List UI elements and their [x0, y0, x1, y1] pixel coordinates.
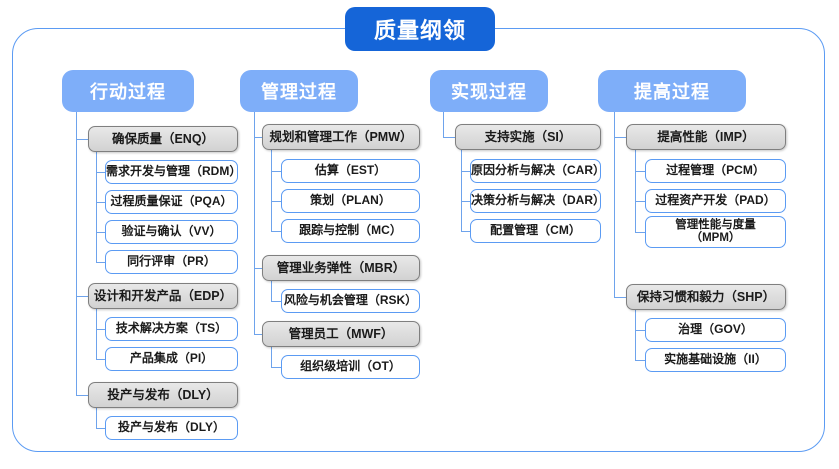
parent-connector-2-3: [254, 334, 262, 336]
child-connector-4-1-1: [635, 171, 645, 173]
parent-node-4-2[interactable]: 保持习惯和毅力（SHP）: [626, 284, 786, 310]
category-header-3[interactable]: 实现过程: [430, 70, 548, 112]
parent-node-2-1[interactable]: 规划和管理工作（PMW）: [262, 124, 420, 150]
category-header-2[interactable]: 管理过程: [240, 70, 358, 112]
child-connector-2-3-1: [271, 367, 281, 369]
column-trunk-1: [76, 112, 78, 395]
parent-connector-1-1: [76, 139, 88, 141]
parent-node-1-3[interactable]: 投产与发布（DLY）: [88, 382, 238, 408]
child-connector-3-1-3: [461, 231, 470, 233]
parent-node-4-1[interactable]: 提高性能（IMP）: [626, 124, 786, 150]
child-connector-4-1-2: [635, 201, 645, 203]
root-title-质量纲领: 质量纲领: [345, 7, 495, 51]
column-trunk-4: [614, 112, 616, 297]
child-node-4-2-2[interactable]: 实施基础设施（II）: [645, 348, 786, 372]
parent-node-3-1[interactable]: 支持实施（SI）: [455, 124, 601, 150]
child-connector-4-1-3: [635, 232, 645, 234]
parent-node-2-2[interactable]: 管理业务弹性（MBR）: [262, 255, 420, 281]
child-node-1-3-1[interactable]: 投产与发布（DLY）: [105, 416, 238, 440]
child-trunk-4-1: [635, 150, 637, 232]
parent-connector-4-1: [614, 137, 626, 139]
child-node-1-1-2[interactable]: 过程质量保证（PQA）: [105, 190, 238, 214]
child-node-4-1-2[interactable]: 过程资产开发（PAD）: [645, 189, 786, 213]
child-trunk-3-1: [461, 150, 463, 231]
child-node-3-1-2[interactable]: 决策分析与解决（DAR）: [470, 189, 605, 213]
child-trunk-2-1: [271, 150, 273, 231]
child-node-3-1-3[interactable]: 配置管理（CM）: [470, 219, 601, 243]
child-connector-1-2-1: [96, 329, 105, 331]
child-connector-2-1-2: [271, 201, 281, 203]
parent-connector-1-3: [76, 395, 88, 397]
child-node-4-1-1[interactable]: 过程管理（PCM）: [645, 159, 786, 183]
child-node-4-1-3[interactable]: 管理性能与度量（MPM）: [645, 216, 786, 248]
child-trunk-2-3: [271, 347, 273, 367]
child-node-2-1-2[interactable]: 策划（PLAN）: [281, 189, 420, 213]
parent-node-1-1[interactable]: 确保质量（ENQ）: [88, 126, 238, 152]
parent-node-1-2[interactable]: 设计和开发产品（EDP）: [88, 283, 238, 309]
child-node-1-2-2[interactable]: 产品集成（PI）: [105, 347, 238, 371]
child-connector-1-2-2: [96, 359, 105, 361]
child-trunk-4-2: [635, 310, 637, 360]
parent-connector-1-2: [76, 296, 88, 298]
child-connector-1-1-1: [96, 172, 105, 174]
child-node-2-3-1[interactable]: 组织级培训（OT）: [281, 355, 420, 379]
child-trunk-1-1: [96, 152, 98, 262]
column-trunk-3: [443, 112, 445, 137]
child-trunk-1-2: [96, 309, 98, 359]
child-connector-4-2-1: [635, 330, 645, 332]
parent-connector-2-2: [254, 268, 262, 270]
child-connector-3-1-2: [461, 201, 470, 203]
child-node-1-1-4[interactable]: 同行评审（PR）: [105, 250, 238, 274]
column-trunk-2: [254, 112, 256, 334]
child-node-2-1-3[interactable]: 跟踪与控制（MC）: [281, 219, 420, 243]
child-node-2-2-1[interactable]: 风险与机会管理（RSK）: [281, 289, 420, 313]
child-node-4-2-1[interactable]: 治理（GOV）: [645, 318, 786, 342]
child-connector-3-1-1: [461, 171, 470, 173]
child-connector-2-1-3: [271, 231, 281, 233]
child-connector-1-1-4: [96, 262, 105, 264]
child-connector-4-2-2: [635, 360, 645, 362]
child-node-1-1-1[interactable]: 需求开发与管理（RDM）: [105, 160, 241, 184]
child-connector-1-1-2: [96, 202, 105, 204]
category-header-1[interactable]: 行动过程: [62, 70, 194, 112]
category-header-4[interactable]: 提高过程: [598, 70, 746, 112]
child-connector-2-2-1: [271, 301, 281, 303]
parent-connector-4-2: [614, 297, 626, 299]
child-connector-2-1-1: [271, 171, 281, 173]
child-trunk-1-3: [96, 408, 98, 428]
parent-connector-2-1: [254, 137, 262, 139]
child-connector-1-1-3: [96, 232, 105, 234]
child-trunk-2-2: [271, 281, 273, 301]
parent-node-2-3[interactable]: 管理员工（MWF）: [262, 321, 420, 347]
parent-connector-3-1: [443, 137, 455, 139]
child-node-1-2-1[interactable]: 技术解决方案（TS）: [105, 317, 238, 341]
child-node-3-1-1[interactable]: 原因分析与解决（CAR）: [470, 159, 605, 183]
child-connector-1-3-1: [96, 428, 105, 430]
child-node-1-1-3[interactable]: 验证与确认（VV）: [105, 220, 238, 244]
child-node-2-1-1[interactable]: 估算（EST）: [281, 159, 420, 183]
